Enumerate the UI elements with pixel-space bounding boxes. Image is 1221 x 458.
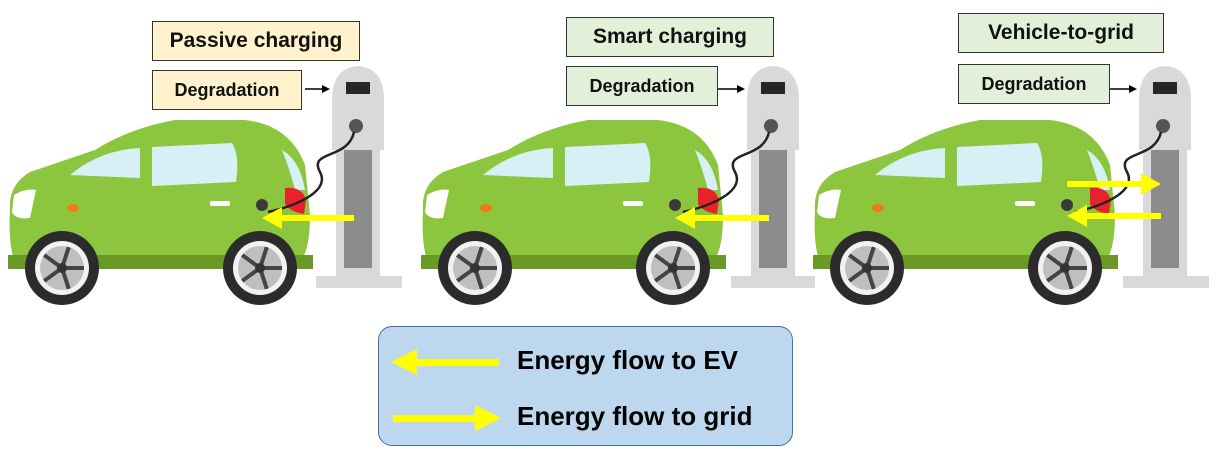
legend-item-to-grid: Energy flow to grid bbox=[379, 397, 792, 437]
electric-car-icon bbox=[813, 120, 1118, 305]
scene-art bbox=[813, 66, 1209, 305]
side-window bbox=[565, 143, 651, 186]
wheel bbox=[636, 231, 710, 305]
degradation-label: Degradation bbox=[566, 66, 718, 106]
front-window bbox=[70, 148, 140, 178]
charging-station-icon bbox=[1074, 66, 1209, 288]
scene-art bbox=[421, 66, 815, 305]
charging-station-icon bbox=[682, 66, 815, 288]
wheel bbox=[25, 231, 99, 305]
headlight bbox=[817, 189, 841, 219]
scenario-title: Passive charging bbox=[152, 21, 360, 61]
legend-label-to-grid: Energy flow to grid bbox=[517, 401, 753, 431]
scenario-smart-charging: Smart charging Degradation bbox=[405, 0, 815, 310]
wheel bbox=[830, 231, 904, 305]
legend: Energy flow to EV Energy flow to grid bbox=[378, 326, 793, 446]
electric-car-icon bbox=[8, 120, 313, 305]
charger-screen bbox=[761, 82, 785, 94]
charging-cable bbox=[267, 131, 356, 214]
scenario-title: Vehicle-to-grid bbox=[958, 13, 1164, 53]
arrow-left-icon bbox=[675, 207, 769, 229]
door-handle bbox=[623, 201, 643, 206]
wheel bbox=[223, 231, 297, 305]
degradation-label: Degradation bbox=[152, 70, 302, 110]
rear-window bbox=[1087, 150, 1110, 190]
headlight bbox=[425, 189, 449, 219]
charger-plug-socket bbox=[764, 119, 778, 133]
taillight bbox=[285, 187, 306, 214]
scene-art bbox=[8, 66, 402, 305]
wheel bbox=[1028, 231, 1102, 305]
arrow-right-icon bbox=[393, 405, 501, 431]
legend-label-to-ev: Energy flow to EV bbox=[517, 345, 739, 375]
charger-panel bbox=[759, 150, 787, 268]
charger-panel bbox=[344, 150, 372, 268]
charger-head bbox=[747, 66, 799, 150]
charger-panel bbox=[1151, 150, 1179, 268]
side-marker bbox=[872, 204, 884, 212]
degradation-arrowhead bbox=[737, 85, 745, 93]
charge-port bbox=[256, 199, 268, 211]
degradation-arrowhead bbox=[1129, 85, 1137, 93]
degradation-label: Degradation bbox=[958, 64, 1110, 104]
electric-car-icon bbox=[421, 120, 726, 305]
charging-cable bbox=[1074, 131, 1163, 214]
degradation-arrowhead bbox=[322, 85, 330, 93]
charger-plug-socket bbox=[1156, 119, 1170, 133]
door-handle bbox=[1015, 201, 1035, 206]
headlight bbox=[12, 189, 36, 219]
front-window bbox=[483, 148, 553, 178]
arrow-left-icon bbox=[1067, 205, 1161, 227]
scenario-passive-charging: Passive charging Degradation bbox=[0, 0, 410, 310]
charger-screen bbox=[346, 82, 370, 94]
door-handle bbox=[210, 201, 230, 206]
arrow-left-icon bbox=[262, 207, 354, 229]
side-marker bbox=[67, 204, 79, 212]
charge-port bbox=[669, 199, 681, 211]
side-window bbox=[152, 143, 238, 186]
charging-cable bbox=[682, 131, 771, 214]
charger-screen bbox=[1153, 82, 1177, 94]
charging-station-icon bbox=[267, 66, 402, 288]
charger-head bbox=[1139, 66, 1191, 150]
charger-base bbox=[1123, 276, 1209, 288]
scenario-vehicle-to-grid: Vehicle-to-grid Degradation bbox=[805, 0, 1215, 310]
rear-window bbox=[282, 150, 305, 190]
side-window bbox=[957, 143, 1043, 186]
wheel bbox=[438, 231, 512, 305]
legend-item-to-ev: Energy flow to EV bbox=[379, 341, 792, 381]
arrow-right-icon bbox=[1067, 173, 1161, 195]
front-window bbox=[875, 148, 945, 178]
scenario-title: Smart charging bbox=[566, 17, 774, 57]
side-marker bbox=[480, 204, 492, 212]
charger-base bbox=[731, 276, 815, 288]
rear-window bbox=[695, 150, 718, 190]
charger-plug-socket bbox=[349, 119, 363, 133]
charger-base bbox=[316, 276, 402, 288]
arrow-left-icon bbox=[391, 349, 499, 375]
charge-port bbox=[1061, 199, 1073, 211]
charger-head bbox=[332, 66, 384, 150]
